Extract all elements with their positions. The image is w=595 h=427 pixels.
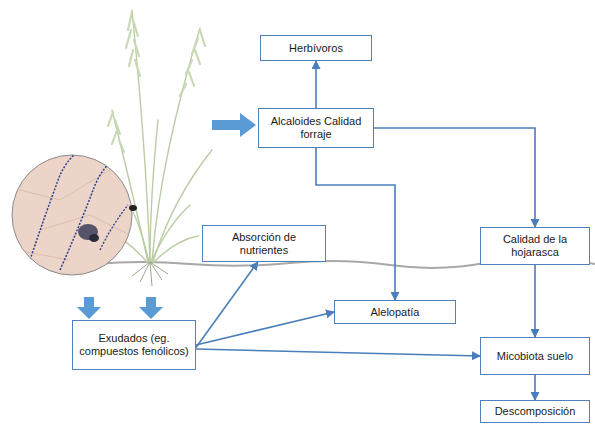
box-label: Alelopatía xyxy=(371,306,420,319)
arrow-connector xyxy=(316,148,395,300)
box-label: Absorción de nutrientes xyxy=(208,231,320,257)
process-box: Descomposición xyxy=(480,400,590,423)
box-label: Descomposición xyxy=(495,405,576,418)
microscope-lens xyxy=(12,150,137,275)
seed-heads xyxy=(108,12,205,152)
box-label: Calidad de la hojarasca xyxy=(486,233,584,259)
box-label: Micobiota suelo xyxy=(497,350,573,363)
process-box: Herbívoros xyxy=(260,35,372,61)
arrow-connector xyxy=(196,312,334,345)
arrow-connector xyxy=(196,349,480,356)
box-label: Herbívoros xyxy=(289,42,343,55)
block-arrows xyxy=(77,113,256,319)
arrow-connector xyxy=(374,128,535,227)
box-label: Alcaloides Calidad forraje xyxy=(264,115,368,141)
process-box: Alelopatía xyxy=(334,300,456,324)
roots xyxy=(132,262,168,286)
process-box: Absorción de nutrientes xyxy=(202,225,326,262)
process-box: Calidad de la hojarasca xyxy=(480,227,590,265)
process-box: Micobiota suelo xyxy=(480,337,590,375)
arrow-connector xyxy=(534,265,536,337)
process-box: Exudados (eg. compuestos fenólicos) xyxy=(72,320,196,370)
box-label: Exudados (eg. compuestos fenólicos) xyxy=(78,332,190,358)
arrow-connector xyxy=(196,262,258,348)
arrow-connector xyxy=(315,61,317,108)
arrow-connector xyxy=(534,375,536,400)
process-box: Alcaloides Calidad forraje xyxy=(258,108,374,148)
